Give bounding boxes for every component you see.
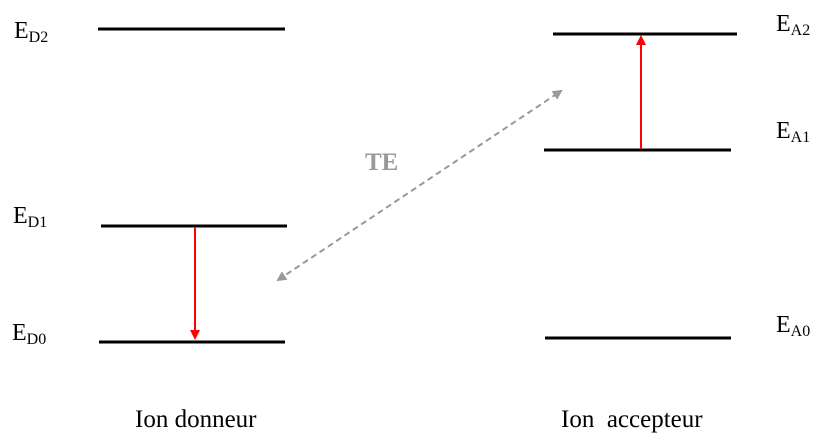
acceptor-levels (544, 32, 737, 340)
energy-transfer-label: TE (365, 149, 398, 176)
donor-level-d2-label: ED2 (14, 18, 48, 46)
donor-caption: Ion donneur (135, 406, 257, 433)
energy-transfer-arrow (276, 89, 563, 282)
acceptor-level-a0-label: EA0 (776, 312, 810, 340)
donor-level-d1-label: ED1 (13, 203, 47, 231)
acceptor-level-a2-label: EA2 (776, 11, 810, 39)
acceptor-caption: Ion accepteur (561, 406, 703, 433)
acceptor-level-a1-label: EA1 (776, 118, 810, 146)
donor-levels (98, 27, 287, 344)
donor-level-d0-label: ED0 (12, 320, 46, 348)
